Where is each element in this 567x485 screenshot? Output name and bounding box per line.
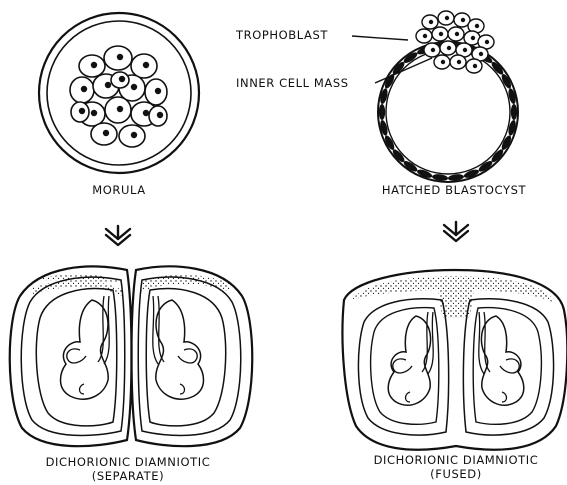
trophoblast-label: TROPHOBLAST — [236, 28, 328, 43]
cell-nucleus — [445, 16, 449, 20]
cell-nucleus — [473, 64, 477, 68]
cell-nucleus — [429, 20, 433, 24]
cell-nucleus — [117, 54, 123, 60]
cell-nucleus — [143, 62, 149, 68]
cell-nucleus — [439, 32, 443, 36]
cell-nucleus — [119, 76, 125, 82]
cell-nucleus — [155, 88, 161, 94]
cell-nucleus — [105, 82, 111, 88]
double-down-arrow-icon — [444, 222, 468, 241]
cell-nucleus — [131, 132, 137, 138]
inner-cell-mass-label: INNER CELL MASS — [236, 76, 349, 91]
hatched-blastocyst-label: HATCHED BLASTOCYST — [382, 183, 526, 198]
trophoblast-cell — [379, 104, 385, 120]
cell-nucleus — [91, 110, 97, 116]
cell-nucleus — [457, 60, 461, 64]
fused-caption-line2: (FUSED) — [430, 467, 482, 482]
cell-nucleus — [461, 18, 465, 22]
cell-nucleus — [79, 108, 85, 114]
cell-nucleus — [103, 130, 109, 136]
inner-cell-mass-leader-line — [375, 58, 432, 83]
cell-nucleus — [479, 52, 483, 56]
separate-caption-line1: DICHORIONIC DIAMNIOTIC — [46, 455, 211, 470]
cell-nucleus — [475, 24, 479, 28]
cell-nucleus — [431, 48, 435, 52]
cell-nucleus — [117, 106, 123, 112]
cell-nucleus — [485, 40, 489, 44]
double-down-arrow-icon — [106, 226, 130, 245]
trophoblast-leader-line — [352, 36, 408, 40]
morula-cell-cluster — [70, 46, 167, 147]
morula-label: MORULA — [92, 183, 146, 198]
cell-nucleus — [157, 112, 163, 118]
trophoblast-cell — [511, 104, 517, 120]
fused-twins-illustration — [343, 270, 567, 450]
separate-twins-illustration — [10, 266, 253, 446]
cell-nucleus — [423, 34, 427, 38]
morula-illustration — [39, 13, 199, 173]
separate-caption-line2: (SEPARATE) — [92, 469, 164, 484]
cell-nucleus — [447, 46, 451, 50]
blastocyst-illustration — [352, 11, 518, 182]
cell-nucleus — [463, 48, 467, 52]
cell-nucleus — [441, 60, 445, 64]
fused-caption-line1: DICHORIONIC DIAMNIOTIC — [374, 453, 539, 468]
cell-nucleus — [91, 62, 97, 68]
cell-nucleus — [471, 36, 475, 40]
cell-nucleus — [455, 32, 459, 36]
cell-nucleus — [131, 84, 137, 90]
cell-nucleus — [81, 86, 87, 92]
